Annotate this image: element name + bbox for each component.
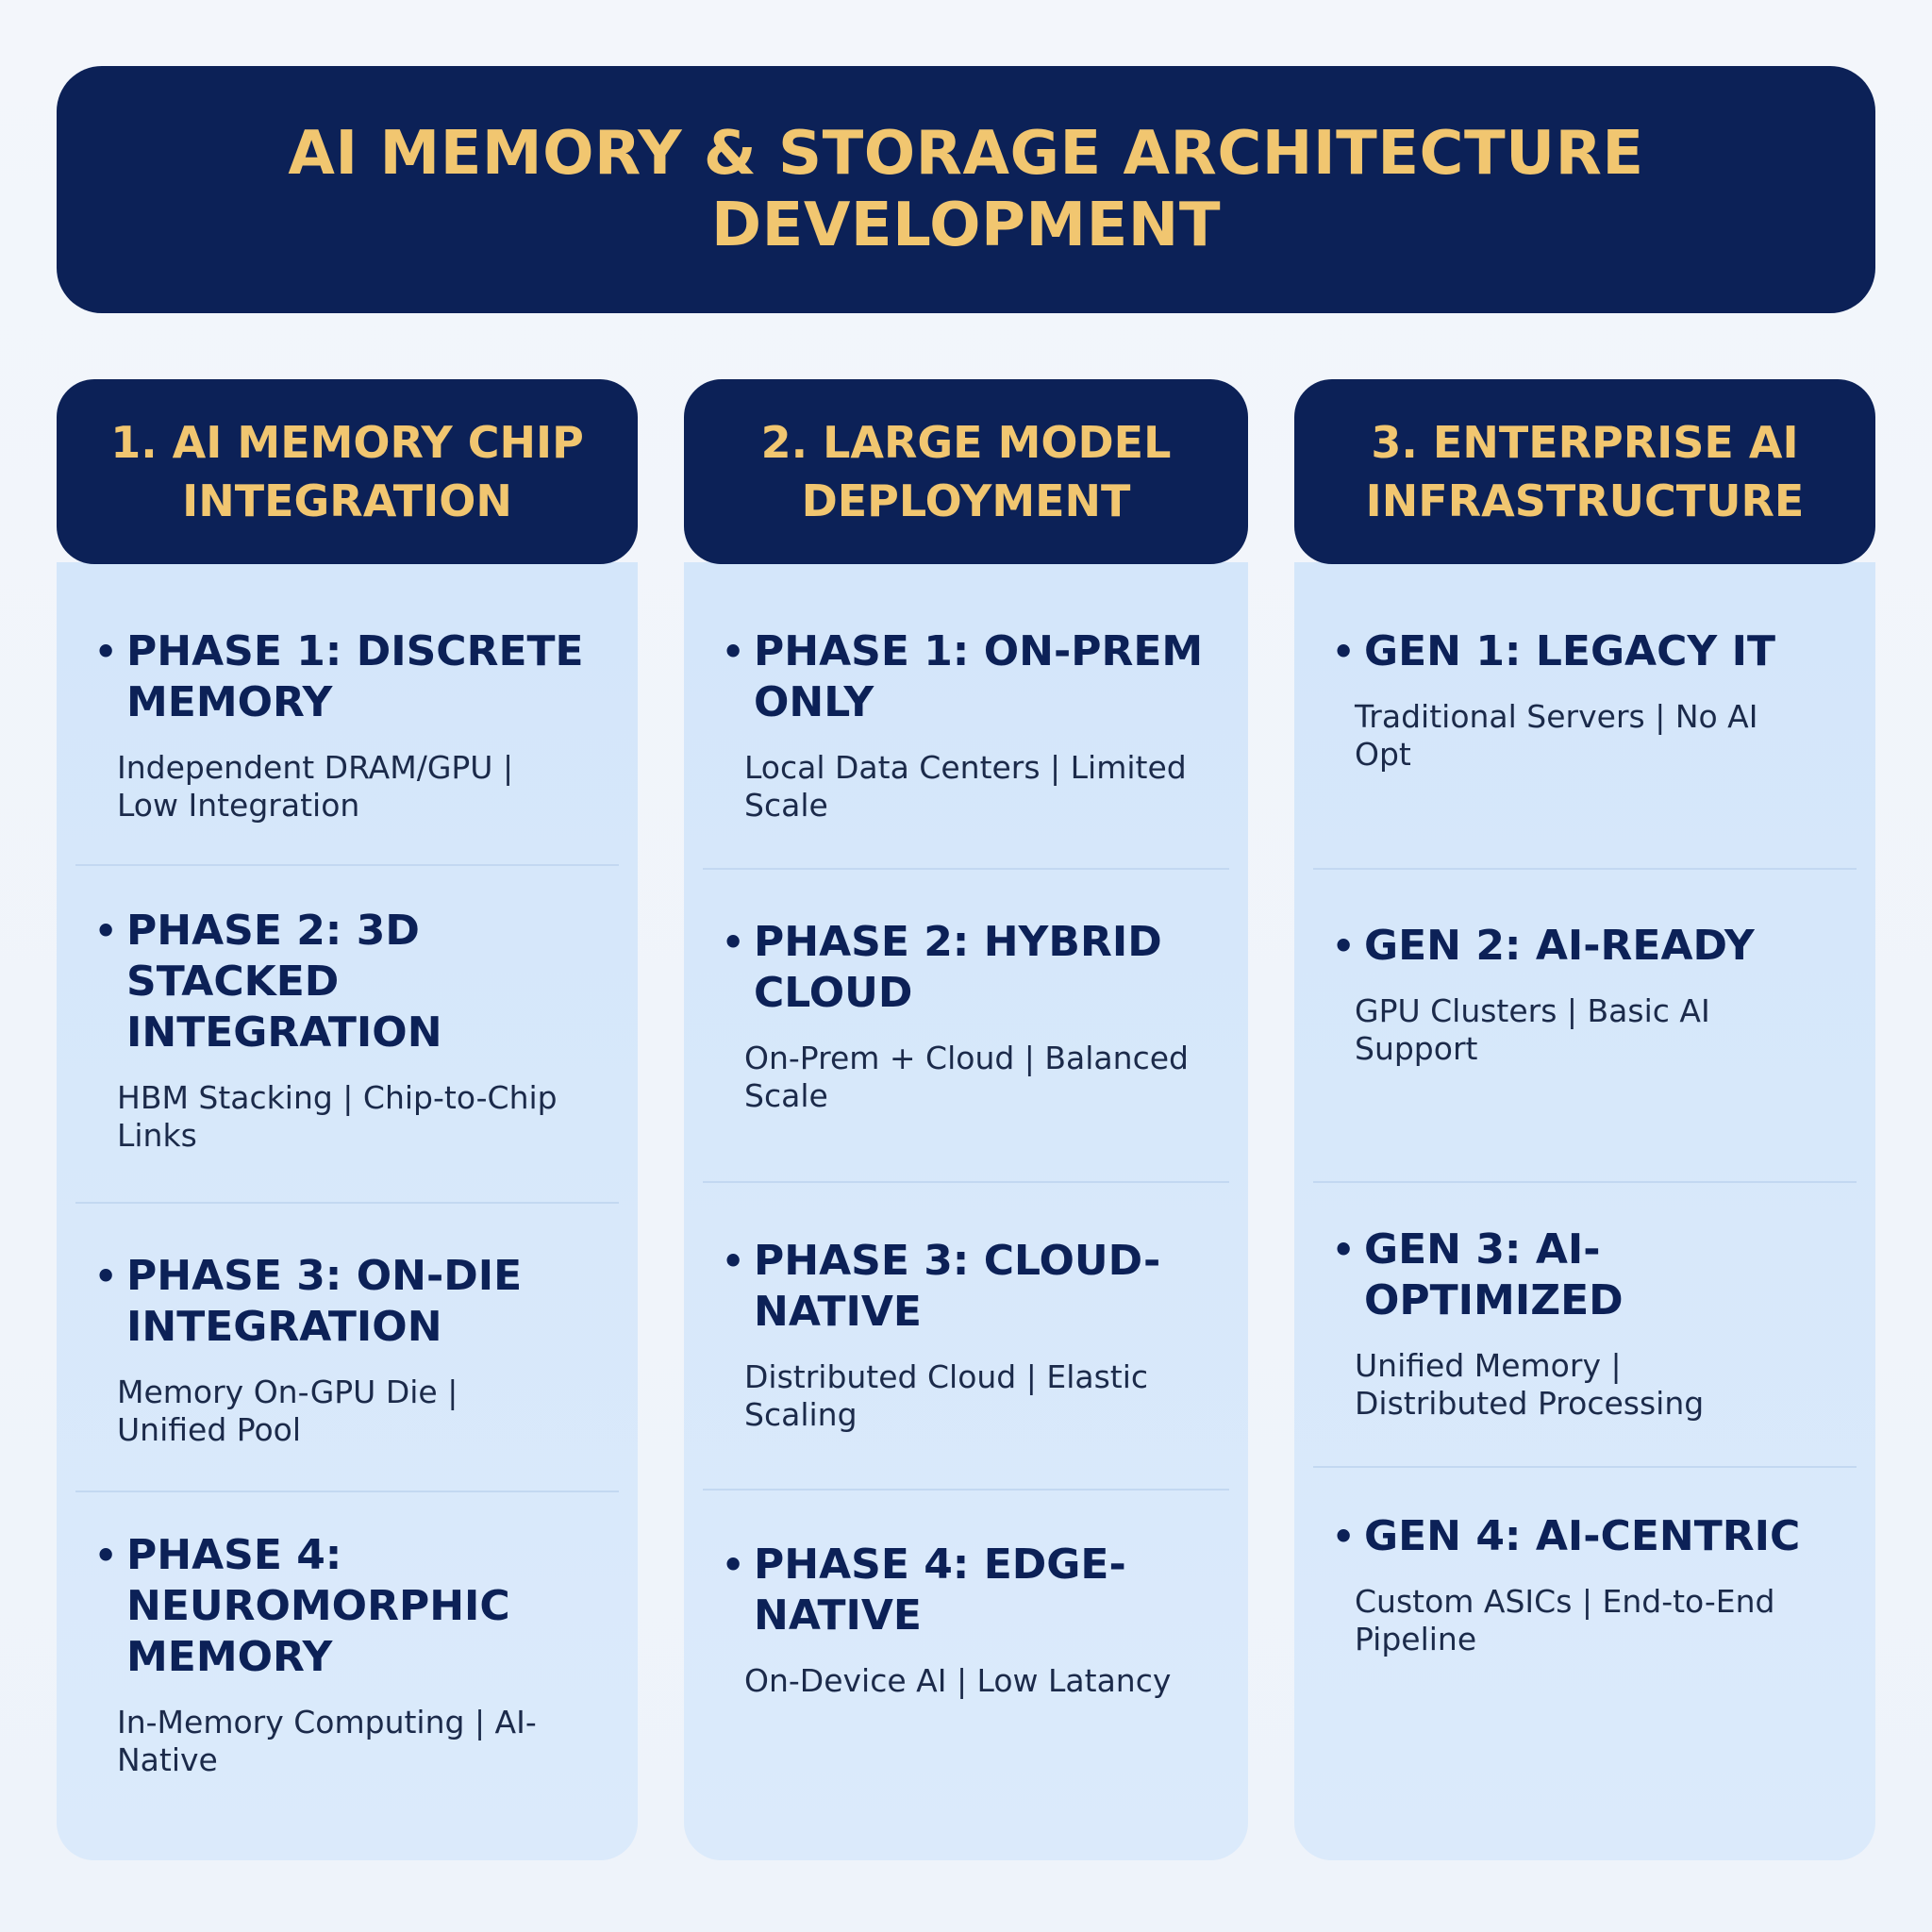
column-header-label: 2. LARGE MODEL DEPLOYMENT (760, 417, 1172, 526)
list-item: •GEN 1: LEGACY IT Traditional Servers | … (1332, 626, 1838, 774)
phase-description: On-Prem + Cloud | Balanced Scale (744, 1040, 1189, 1114)
divider (1313, 1466, 1857, 1468)
phase-heading: PHASE 2: 3D STACKED INTEGRATION (126, 907, 442, 1057)
phase-heading: GEN 1: LEGACY IT (1364, 627, 1775, 675)
divider (703, 1181, 1229, 1183)
column-body-large-model: •PHASE 1: ON-PREM ONLY Local Data Center… (684, 562, 1248, 1860)
bullet-icon: • (94, 910, 118, 952)
page-title: AI MEMORY & STORAGE ARCHITECTURE DEVELOP… (288, 119, 1644, 260)
phase-description: Local Data Centers | Limited Scale (744, 749, 1187, 824)
column-body-enterprise: •GEN 1: LEGACY IT Traditional Servers | … (1294, 562, 1875, 1860)
column-header-label: 3. ENTERPRISE AI INFRASTRUCTURE (1365, 417, 1805, 526)
divider (75, 1491, 619, 1492)
list-item: •PHASE 1: ON-PREM ONLY Local Data Center… (722, 626, 1210, 824)
column-header-enterprise: 3. ENTERPRISE AI INFRASTRUCTURE (1294, 379, 1875, 564)
divider (1313, 868, 1857, 870)
phase-heading: PHASE 2: HYBRID CLOUD (754, 918, 1162, 1017)
divider (75, 1202, 619, 1204)
phase-heading: PHASE 4: EDGE-NATIVE (754, 1541, 1126, 1640)
phase-description: Distributed Cloud | Elastic Scaling (744, 1358, 1149, 1433)
phase-description: Custom ASICs | End-to-End Pipeline (1355, 1583, 1775, 1657)
bullet-icon: • (722, 1544, 745, 1586)
list-item: •PHASE 1: DISCRETE MEMORY Independent DR… (94, 626, 600, 824)
bullet-icon: • (722, 631, 745, 673)
phase-description: Memory On-GPU Die | Unified Pool (117, 1374, 458, 1448)
title-banner: AI MEMORY & STORAGE ARCHITECTURE DEVELOP… (57, 66, 1875, 313)
bullet-icon: • (1332, 925, 1356, 967)
phase-heading: PHASE 1: DISCRETE MEMORY (126, 627, 584, 726)
list-item: •PHASE 2: 3D STACKED INTEGRATION HBM Sta… (94, 906, 600, 1155)
divider (703, 868, 1229, 870)
divider (75, 864, 619, 866)
bullet-icon: • (94, 631, 118, 673)
bullet-icon: • (1332, 631, 1356, 673)
column-header-memory-chip: 1. AI MEMORY CHIP INTEGRATION (57, 379, 638, 564)
phase-description: Traditional Servers | No AI Opt (1355, 698, 1758, 773)
list-item: •PHASE 4: NEUROMORPHIC MEMORY In-Memory … (94, 1530, 600, 1779)
phase-description: In-Memory Computing | AI-Native (117, 1704, 537, 1778)
phase-heading: GEN 2: AI-READY (1364, 922, 1755, 970)
list-item: •PHASE 4: EDGE-NATIVE On-Device AI | Low… (722, 1540, 1210, 1700)
phase-description: On-Device AI | Low Latancy (744, 1662, 1172, 1699)
divider (703, 1489, 1229, 1491)
list-item: •GEN 2: AI-READY GPU Clusters | Basic AI… (1332, 921, 1838, 1068)
list-item: •PHASE 2: HYBRID CLOUD On-Prem + Cloud |… (722, 917, 1210, 1115)
bullet-icon: • (94, 1535, 118, 1576)
phase-description: Unified Memory | Distributed Processing (1355, 1347, 1705, 1422)
bullet-icon: • (722, 922, 745, 963)
phase-description: HBM Stacking | Chip-to-Chip Links (117, 1079, 558, 1154)
list-item: •PHASE 3: ON-DIE INTEGRATION Memory On-G… (94, 1251, 600, 1449)
column-body-memory-chip: •PHASE 1: DISCRETE MEMORY Independent DR… (57, 562, 638, 1860)
list-item: •GEN 4: AI-CENTRIC Custom ASICs | End-to… (1332, 1511, 1838, 1658)
bullet-icon: • (1332, 1516, 1356, 1557)
list-item: •GEN 3: AI-OPTIMIZED Unified Memory | Di… (1332, 1224, 1838, 1423)
phase-heading: GEN 4: AI-CENTRIC (1364, 1512, 1801, 1560)
phase-heading: PHASE 3: CLOUD-NATIVE (754, 1237, 1161, 1336)
phase-heading: PHASE 3: ON-DIE INTEGRATION (126, 1252, 523, 1351)
phase-heading: PHASE 1: ON-PREM ONLY (754, 627, 1204, 726)
phase-heading: GEN 3: AI-OPTIMIZED (1364, 1225, 1624, 1324)
divider (1313, 1181, 1857, 1183)
bullet-icon: • (94, 1256, 118, 1297)
column-header-label: 1. AI MEMORY CHIP INTEGRATION (110, 417, 584, 526)
phase-description: Independent DRAM/GPU | Low Integration (117, 749, 514, 824)
phase-heading: PHASE 4: NEUROMORPHIC MEMORY (126, 1531, 510, 1681)
phase-description: GPU Clusters | Basic AI Support (1355, 992, 1710, 1067)
bullet-icon: • (722, 1241, 745, 1282)
bullet-icon: • (1332, 1229, 1356, 1271)
column-header-large-model: 2. LARGE MODEL DEPLOYMENT (684, 379, 1248, 564)
list-item: •PHASE 3: CLOUD-NATIVE Distributed Cloud… (722, 1236, 1210, 1434)
